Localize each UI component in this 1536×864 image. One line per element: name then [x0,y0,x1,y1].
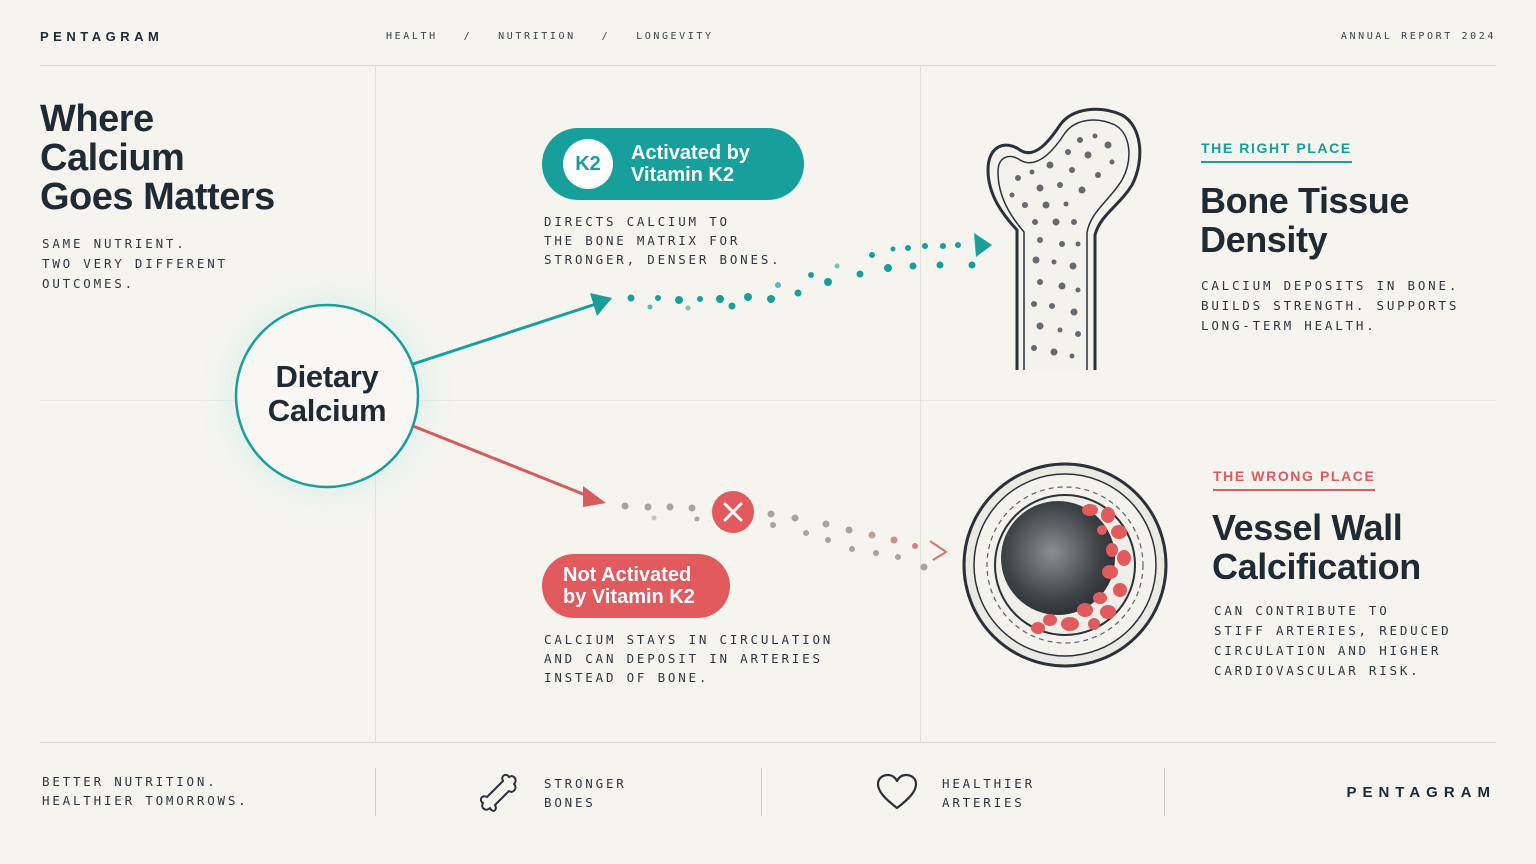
breadcrumb: HEALTH / NUTRITION / LONGEVITY [386,31,714,42]
footer-divider-1 [375,768,376,816]
not-activated-k2-pill: Not Activated by Vitamin K2 [542,554,730,618]
calcium-node [234,303,420,489]
breadcrumb-item[interactable]: HEALTH [386,31,438,42]
activated-arrow-head [590,293,612,316]
activated-particles [627,242,976,311]
k2-badge-icon: K2 [563,139,613,189]
not-activated-description: CALCIUM STAYS IN CIRCULATION AND CAN DEP… [544,632,834,685]
column-guide-2 [920,66,921,742]
header-divider [40,65,1496,66]
breadcrumb-separator: / [601,31,611,42]
right-place-section: THE RIGHT PLACE [1201,140,1352,163]
arteries-feature: HEALTHIER ARTERIES [942,776,1035,810]
wrong-place-description: CAN CONTRIBUTE TO STIFF ARTERIES, REDUCE… [1214,603,1452,678]
footer-divider-3 [1164,768,1165,816]
artery-illustration [962,462,1168,668]
brand-logo: PENTAGRAM [40,29,164,44]
page-subtitle: SAME NUTRIENT. TWO VERY DIFFERENT OUTCOM… [42,236,228,291]
activated-description: DIRECTS CALCIUM TO THE BONE MATRIX FOR S… [544,214,782,267]
inactive-particles [621,502,928,571]
right-place-description: CALCIUM DEPOSITS IN BONE. BUILDS STRENGT… [1201,278,1460,333]
activated-label: Activated by Vitamin K2 [631,142,750,186]
inactive-arrow-line [412,424,589,498]
breadcrumb-item[interactable]: NUTRITION [498,31,576,42]
heart-icon [876,773,918,810]
activated-k2-pill: K2 Activated by Vitamin K2 [542,128,804,200]
right-place-eyebrow: THE RIGHT PLACE [1201,140,1352,163]
dietary-calcium-label: Dietary Calcium [267,359,387,428]
activated-end-arrow [974,233,992,257]
footer-divider [40,742,1496,743]
inactive-end-arrow [929,540,948,561]
bones-feature: STRONGER BONES [544,776,627,810]
middle-guide [40,400,1496,401]
not-activated-label: Not Activated by Vitamin K2 [563,564,695,608]
wrong-place-eyebrow: THE WRONG PLACE [1213,468,1376,491]
footer-tagline: BETTER NUTRITION. HEALTHIER TOMORROWS. [42,774,249,808]
breadcrumb-separator: / [463,31,473,42]
breadcrumb-item[interactable]: LONGEVITY [636,31,714,42]
inactive-arrow-head [583,486,606,507]
wrong-place-section: THE WRONG PLACE [1213,468,1376,491]
page-title: Where Calcium Goes Matters [40,98,275,218]
wrong-place-title: Vessel Wall Calcification [1212,507,1421,587]
activated-arrow-line [412,302,597,366]
bone-illustration [986,107,1142,370]
footer-divider-2 [761,768,762,816]
right-place-title: Bone Tissue Density [1200,180,1409,260]
bone-icon [479,773,517,812]
report-label: ANNUAL REPORT 2024 [1340,31,1496,42]
footer-brand-logo: PENTAGRAM [1346,784,1496,801]
